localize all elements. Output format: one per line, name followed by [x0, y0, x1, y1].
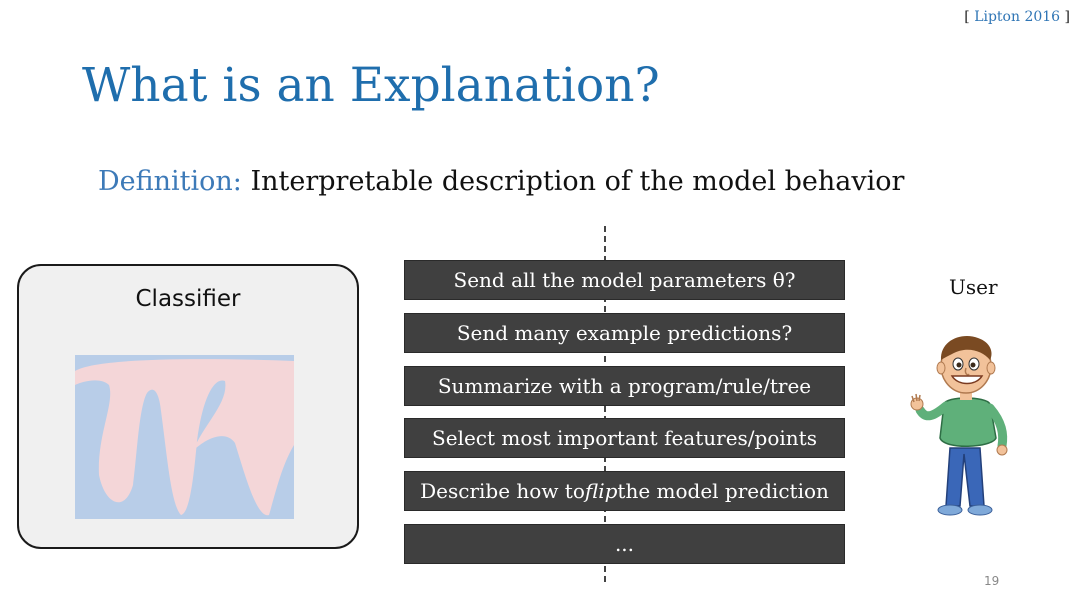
- citation: [ Lipton 2016 ]: [964, 9, 1070, 25]
- option-send-parameters: Send all the model parameters θ?: [404, 260, 845, 300]
- definition-term: Definition:: [98, 166, 242, 197]
- citation-open: [: [964, 9, 975, 25]
- option-more: ...: [404, 524, 845, 564]
- slide-title: What is an Explanation?: [82, 58, 660, 113]
- decision-region-plot: [75, 355, 294, 519]
- citation-reference[interactable]: Lipton 2016: [974, 9, 1061, 25]
- option-send-examples: Send many example predictions?: [404, 313, 845, 353]
- citation-close: ]: [1060, 9, 1070, 25]
- positive-region: [75, 359, 294, 516]
- user-cartoon-icon: [910, 336, 1008, 516]
- definition-text: Interpretable description of the model b…: [241, 166, 905, 197]
- definition: Definition: Interpretable description of…: [98, 166, 904, 197]
- classifier-box: Classifier: [17, 264, 359, 549]
- option-summarize-program: Summarize with a program/rule/tree: [404, 366, 845, 406]
- user-label: User: [949, 275, 998, 299]
- slide-number: 19: [984, 574, 1000, 588]
- option-emphasis: flip: [584, 479, 618, 503]
- classifier-label: Classifier: [135, 286, 241, 312]
- option-flip-prediction: Describe how to flip the model predictio…: [404, 471, 845, 511]
- option-select-features: Select most important features/points: [404, 418, 845, 458]
